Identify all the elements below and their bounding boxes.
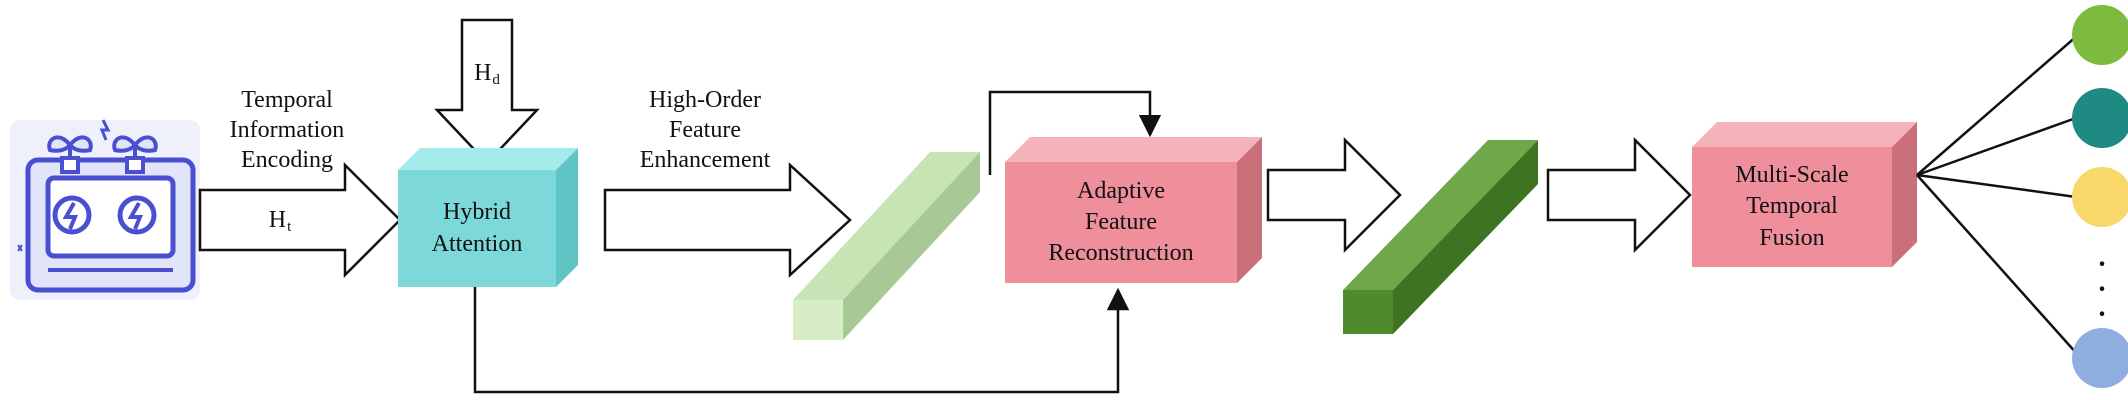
adaptive-line-3: Reconstruction <box>1048 240 1194 267</box>
hd-input-arrow <box>434 18 540 165</box>
high-order-line-2: Feature <box>669 117 741 143</box>
fusion-input-arrow <box>1546 136 1692 254</box>
hd-label: Hd <box>462 58 512 90</box>
skip-connection-bottom <box>473 287 1130 394</box>
high-order-line-3: Enhancement <box>639 147 771 173</box>
output-connections <box>1916 34 2079 356</box>
temporal-encoding-arrow <box>198 161 402 279</box>
multiscale-fusion-block <box>1692 122 1917 267</box>
hybrid-attention-line-1: Hybrid <box>443 199 511 226</box>
skip-connection-top <box>988 90 1162 175</box>
hybrid-attention-text: Hybrid Attention <box>398 170 556 287</box>
multiscale-line-2: Temporal <box>1746 193 1838 220</box>
multiscale-line-3: Fusion <box>1759 224 1825 251</box>
reconstructed-feature-tensor <box>1343 140 1538 334</box>
hd-sub: d <box>492 72 500 88</box>
multiscale-fusion-text: Multi-Scale Temporal Fusion <box>1692 147 1892 267</box>
temporal-info-line-1: Temporal <box>241 87 333 113</box>
high-order-label: High-Order Feature Enhancement <box>625 85 785 175</box>
adaptive-line-1: Adaptive <box>1077 177 1165 204</box>
temporal-info-label: Temporal Information Encoding <box>222 85 352 175</box>
adaptive-reconstruction-text: Adaptive Feature Reconstruction <box>1005 162 1237 283</box>
high-order-line-1: High-Order <box>649 87 761 113</box>
ht-main: H <box>268 207 287 233</box>
output-node-4 <box>2072 328 2128 388</box>
output-node-2 <box>2072 88 2128 148</box>
adaptive-reconstruction-block <box>1005 137 1262 283</box>
sensor-device-icon <box>10 119 200 300</box>
output-ellipsis: · · · <box>2097 249 2107 331</box>
hybrid-attention-block <box>398 148 578 287</box>
ht-label: Ht <box>255 205 305 237</box>
multiscale-line-1: Multi-Scale <box>1735 162 1849 189</box>
temporal-info-line-2: Information <box>229 117 345 143</box>
enhanced-feature-tensor <box>793 152 980 340</box>
temporal-info-line-3: Encoding <box>241 147 333 173</box>
output-node-1 <box>2072 5 2128 65</box>
feature-enhancement-arrow <box>603 162 852 278</box>
hybrid-attention-line-2: Attention <box>431 230 523 257</box>
adaptive-line-2: Feature <box>1085 208 1157 235</box>
reconstruction-output-arrow <box>1266 136 1402 254</box>
output-node-3 <box>2072 167 2128 227</box>
ht-sub: t <box>287 219 292 235</box>
hd-main: H <box>474 60 492 86</box>
